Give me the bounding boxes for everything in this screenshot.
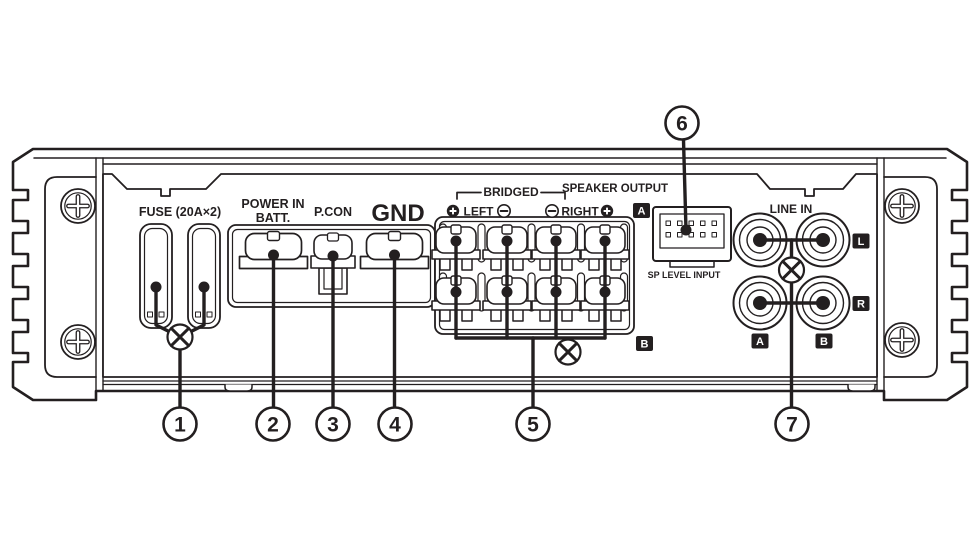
callout-6: 6 [664, 105, 700, 141]
svg-text:2: 2 [267, 414, 279, 437]
badge-speaker-b: B [636, 336, 653, 351]
bridged-bracket [456, 191, 566, 200]
pcon-label: P.CON [314, 205, 352, 219]
sp-level-input-connector [652, 206, 732, 268]
callout-5: 5 [515, 406, 551, 442]
svg-text:5: 5 [527, 414, 539, 437]
badge-line-l: L [852, 233, 870, 249]
left-face-plate [44, 176, 97, 378]
phillips-screw-icon [885, 189, 919, 223]
svg-text:3: 3 [327, 414, 339, 437]
phillips-screw-icon [61, 325, 95, 359]
line-in-label: LINE IN [770, 202, 813, 216]
callout-1: 1 [162, 406, 198, 442]
speaker-output-label: SPEAKER OUTPUT [562, 183, 668, 195]
minus-icon [544, 203, 560, 219]
gnd-label: GND [371, 200, 424, 227]
plus-icon [599, 203, 615, 219]
badge-rca-a: A [751, 333, 769, 349]
callout-7: 7 [774, 406, 810, 442]
badge-rca-b: B [815, 333, 833, 349]
cross-circle-icon [777, 256, 806, 284]
fuse-label: FUSE (20A×2) [139, 205, 221, 219]
phillips-screw-icon [885, 323, 919, 357]
power-in-label: POWER IN [241, 197, 304, 211]
badge-speaker-a: A [633, 203, 650, 218]
svg-text:B: B [641, 339, 649, 351]
callout-3: 3 [315, 406, 351, 442]
badge-line-r: R [852, 296, 870, 311]
sp-level-input-label: SP LEVEL INPUT [648, 270, 721, 280]
svg-text:7: 7 [786, 414, 798, 437]
left-label: LEFT [464, 205, 495, 219]
cross-circle-icon [554, 338, 582, 366]
svg-text:1: 1 [174, 414, 186, 437]
svg-text:A: A [756, 336, 764, 348]
callout-4: 4 [377, 406, 413, 442]
callout-2: 2 [255, 406, 291, 442]
batt-label: BATT. [256, 211, 291, 225]
svg-text:6: 6 [676, 113, 688, 136]
svg-text:L: L [858, 236, 865, 248]
chassis-foot-left [224, 384, 253, 392]
svg-text:B: B [820, 336, 828, 348]
svg-text:A: A [638, 206, 646, 218]
svg-text:R: R [857, 299, 865, 311]
chassis-foot-right [847, 384, 876, 392]
plus-icon [445, 203, 461, 219]
bridged-label: BRIDGED [483, 185, 539, 199]
phillips-screw-icon [61, 189, 95, 223]
cross-circle-icon [166, 323, 194, 351]
right-face-plate [883, 176, 938, 378]
svg-text:4: 4 [389, 414, 401, 437]
right-label: RIGHT [561, 205, 599, 219]
callout-dots [150, 224, 692, 298]
minus-icon [496, 203, 512, 219]
